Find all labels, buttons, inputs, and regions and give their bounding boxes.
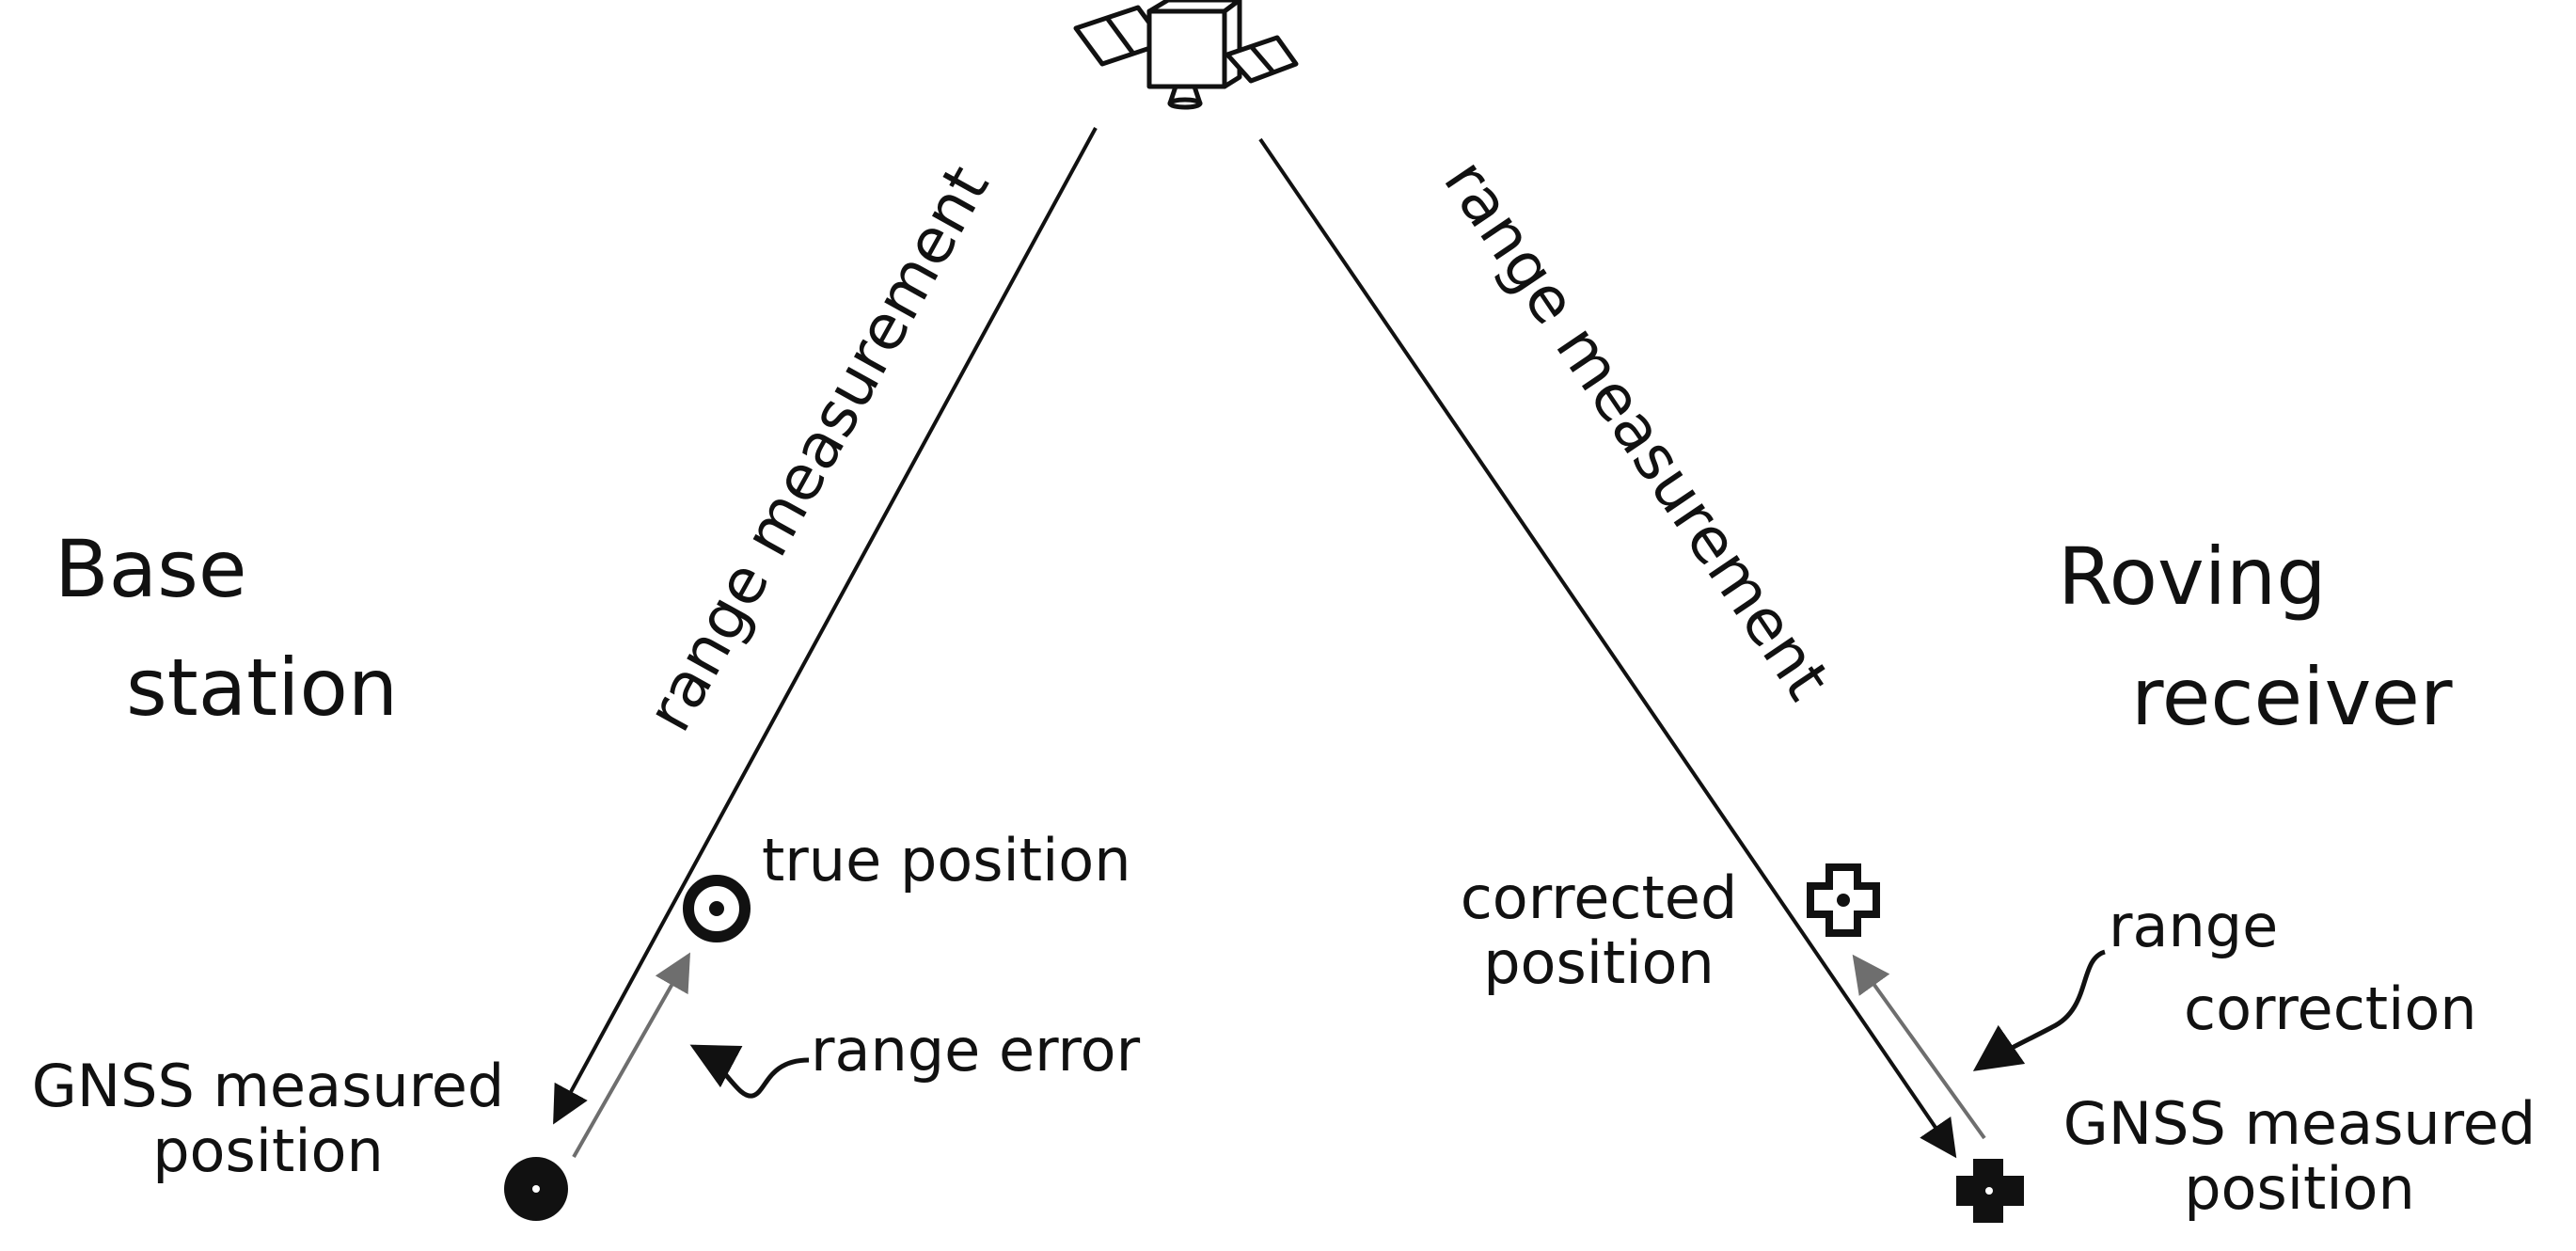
true-position-label: true position — [762, 828, 1131, 893]
range-error-label: range error — [811, 1018, 1140, 1083]
range-correction-line-2: correction — [2184, 974, 2477, 1043]
range-error-pointer — [689, 1044, 810, 1099]
corrected-position-label: corrected position — [1383, 865, 1815, 996]
base-station-title-2: station — [126, 643, 398, 732]
range-error-text: range error — [811, 1016, 1141, 1085]
right-range-line — [1258, 137, 1957, 1159]
gnss-left-line-1: GNSS measured — [31, 1052, 505, 1120]
gnss-right-line-1: GNSS measured — [2062, 1089, 2536, 1158]
gnss-left-line-2: position — [152, 1116, 384, 1186]
base-station-line-1: Base — [55, 523, 247, 615]
satellite-icon — [1073, 0, 1299, 110]
target-circle-icon — [683, 875, 751, 942]
range-correction-pointer — [1972, 949, 2106, 1071]
range-correction-line-1: range — [2109, 892, 2279, 960]
range-correction-label-2: correction — [2184, 976, 2477, 1041]
plus-outline-dot-icon — [1807, 863, 1880, 937]
filled-circle-dot-icon — [504, 1157, 568, 1221]
plus-filled-dot-icon — [1956, 1159, 2024, 1223]
gnss-left-label: GNSS measured position — [0, 1053, 536, 1184]
range-error-arrow — [572, 952, 690, 1158]
roving-receiver-line-1: Roving — [2058, 530, 2327, 623]
true-position-text: true position — [762, 826, 1131, 895]
base-station-title: Base — [55, 525, 247, 613]
gnss-right-label: GNSS measured position — [2031, 1091, 2568, 1222]
left-range-line — [553, 127, 1098, 1125]
range-correction-label-1: range — [2109, 894, 2278, 958]
gnss-right-line-2: position — [2184, 1154, 2415, 1224]
base-station-line-2: station — [126, 641, 399, 734]
corrected-position-line-2: position — [1483, 928, 1715, 998]
range-correction-arrow — [1852, 954, 1986, 1140]
corrected-position-line-1: corrected — [1460, 863, 1738, 932]
roving-receiver-title: Roving — [2058, 532, 2327, 621]
roving-receiver-title-2: receiver — [2131, 653, 2453, 741]
roving-receiver-line-2: receiver — [2131, 651, 2453, 743]
